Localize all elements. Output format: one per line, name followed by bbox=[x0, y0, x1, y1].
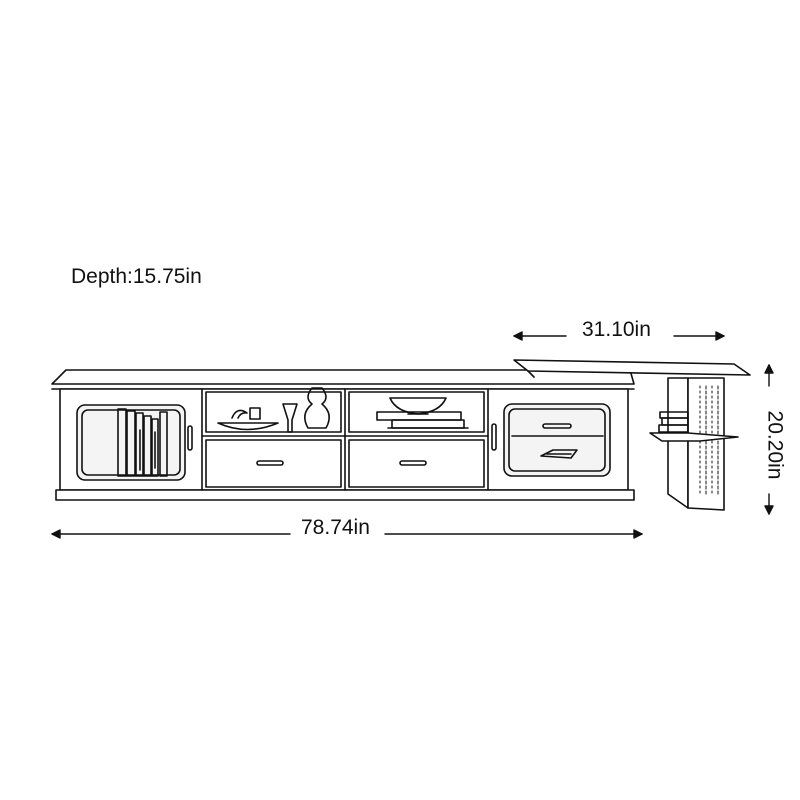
magazines-icon bbox=[376, 411, 469, 429]
drawer-left-handle[interactable] bbox=[256, 460, 284, 466]
depth-label: Depth:15.75in bbox=[71, 265, 202, 288]
extension-top-board bbox=[513, 359, 751, 376]
right-door-handle[interactable] bbox=[491, 423, 497, 451]
left-glass-door bbox=[76, 404, 193, 481]
extension-dimension-label: 31.10in bbox=[578, 319, 655, 340]
extension-dimension bbox=[513, 331, 725, 341]
arrow-left-icon bbox=[51, 529, 61, 539]
extension-shelf bbox=[649, 411, 739, 442]
arrow-left-icon bbox=[513, 331, 523, 341]
vase-icon bbox=[282, 387, 330, 433]
drawer-left[interactable] bbox=[205, 439, 342, 488]
open-shelf-right bbox=[344, 391, 489, 437]
decor-bowl-icon bbox=[389, 397, 447, 415]
extension-support-panel bbox=[667, 377, 689, 509]
open-shelf-left bbox=[201, 387, 346, 437]
width-dimension-label: 78.74in bbox=[297, 517, 374, 538]
right-glass-door bbox=[491, 403, 611, 477]
arrow-down-icon bbox=[764, 505, 774, 515]
arrow-right-icon bbox=[633, 529, 643, 539]
height-dimension-label: 20.20in bbox=[764, 406, 787, 484]
swivel-extension bbox=[513, 359, 751, 511]
bowl-icon bbox=[217, 407, 279, 431]
height-dimension bbox=[764, 364, 774, 515]
drawer-right-handle[interactable] bbox=[399, 460, 427, 466]
left-door-handle[interactable] bbox=[187, 425, 193, 451]
width-dimension bbox=[51, 529, 643, 539]
books-icon bbox=[117, 408, 168, 477]
arrow-right-icon bbox=[715, 331, 725, 341]
drawer-right[interactable] bbox=[348, 439, 485, 488]
main-cabinet bbox=[51, 369, 635, 501]
cabinet-plinth bbox=[55, 489, 635, 501]
arrow-up-icon bbox=[764, 364, 774, 374]
